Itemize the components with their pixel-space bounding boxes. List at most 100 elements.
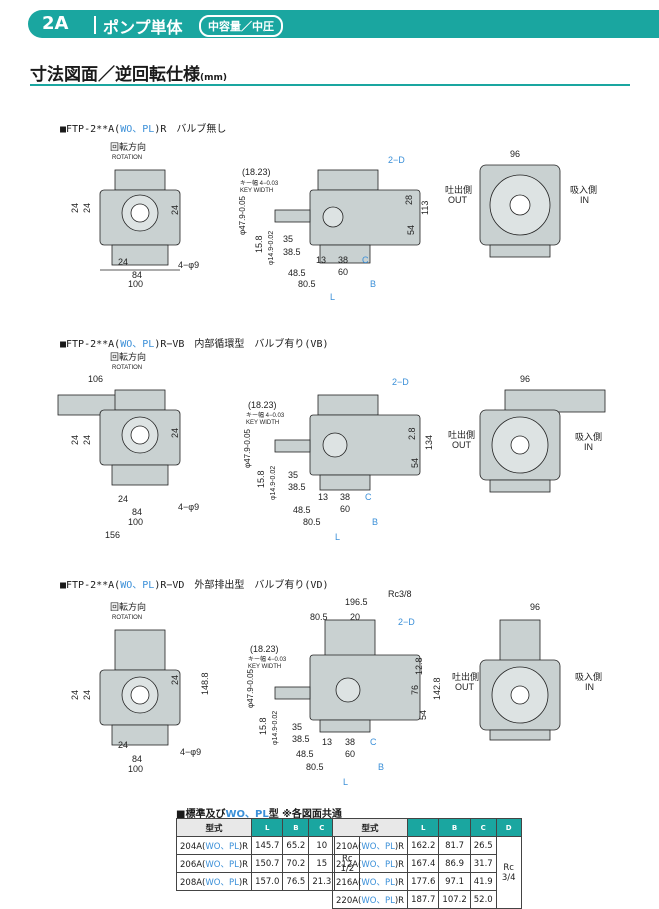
dim-holes: 4−φ9 bbox=[180, 747, 201, 757]
side-35: 35 bbox=[288, 470, 298, 480]
side-view bbox=[274, 169, 421, 264]
side-80-5: 80.5 bbox=[298, 279, 316, 289]
model-pre: 216A( bbox=[336, 877, 362, 888]
drawing-1-subtitle: ■FTP-2**A(WO、PL)R バルブ無し bbox=[60, 120, 226, 135]
side-dim-1823: (18.23) bbox=[248, 400, 277, 410]
spec-title-wo: WO、PL bbox=[225, 809, 269, 820]
cell-D: Rc 3/4 bbox=[495, 836, 522, 909]
cell-B: 86.9 bbox=[438, 854, 471, 873]
in-en: IN bbox=[584, 442, 593, 452]
side-B: B bbox=[378, 762, 384, 772]
front-foot bbox=[111, 464, 169, 486]
rotation-en: ROTATION bbox=[112, 155, 142, 161]
dim-156: 156 bbox=[105, 530, 120, 540]
side-54: 54 bbox=[418, 710, 428, 720]
rear-96: 96 bbox=[520, 374, 530, 384]
rear-valve bbox=[499, 619, 541, 666]
col-B: B bbox=[438, 818, 471, 837]
front-shaft bbox=[130, 685, 150, 705]
dim-holes: 4−φ9 bbox=[178, 260, 199, 270]
dim-24c: 24 bbox=[170, 205, 180, 215]
side-top-boss bbox=[317, 169, 379, 191]
cell-model: 206A(WO、PL)R bbox=[175, 854, 253, 873]
header-number: 2A bbox=[42, 13, 69, 34]
model-wo: WO、PL bbox=[205, 877, 239, 888]
model-pre: 204A( bbox=[180, 841, 206, 852]
model-pre: 220A( bbox=[336, 895, 362, 906]
col-L: L bbox=[407, 818, 440, 837]
cell-model: 216A(WO、PL)R bbox=[331, 872, 409, 891]
dim-24c: 24 bbox=[170, 675, 180, 685]
model-post: )R bbox=[238, 859, 249, 870]
dim-24b: 24 bbox=[82, 690, 92, 700]
model-wo: WO、PL bbox=[361, 841, 395, 852]
side-port bbox=[335, 677, 361, 703]
side-L: L bbox=[335, 532, 340, 542]
model-post: )R bbox=[394, 877, 405, 888]
out-en: OUT bbox=[452, 440, 472, 450]
cell-C: 31.7 bbox=[469, 854, 497, 873]
drawing-1: 回転方向 ROTATION 24 24 24 24 84 100 4−φ9 (1… bbox=[70, 141, 597, 302]
side-38-5: 38.5 bbox=[288, 482, 306, 492]
side-54: 54 bbox=[410, 458, 420, 468]
side-foot bbox=[319, 474, 371, 491]
side-valve bbox=[324, 619, 376, 661]
cell-C: 21.3 bbox=[308, 872, 336, 891]
side-13: 13 bbox=[322, 737, 332, 747]
side-body bbox=[309, 654, 421, 721]
side-D: 2−D bbox=[392, 377, 409, 387]
side-top-80-5: 80.5 bbox=[310, 612, 328, 622]
in-jp: 吸入側 bbox=[575, 431, 602, 442]
side-13: 13 bbox=[318, 492, 328, 502]
cell-B: 97.1 bbox=[438, 872, 471, 891]
front-top-boss bbox=[114, 169, 166, 191]
side-port bbox=[322, 432, 348, 458]
out-jp: 吐出側 bbox=[448, 429, 475, 440]
front-view bbox=[99, 629, 181, 746]
dim-24c: 24 bbox=[170, 428, 180, 438]
dim-24a: 24 bbox=[70, 435, 80, 445]
side-28: 28 bbox=[404, 195, 414, 205]
table-row: 216A(WO、PL)R 177.6 97.1 41.9 bbox=[331, 872, 522, 891]
front-foot bbox=[111, 724, 169, 746]
side-20: 20 bbox=[350, 612, 360, 622]
model-post: )R bbox=[238, 877, 249, 888]
spec-title-post: 型 ※各図面共通 bbox=[268, 809, 342, 820]
side-38: 38 bbox=[340, 492, 350, 502]
rotation-en: ROTATION bbox=[112, 365, 142, 371]
subtitle-prefix: ■FTP-2**A( bbox=[60, 580, 121, 591]
drawing-3-subtitle: ■FTP-2**A(WO、PL)R−VD 外部排出型 バルブ有り(VD) bbox=[60, 576, 329, 591]
side-L: L bbox=[330, 292, 335, 302]
subtitle-wo-pl: WO、PL bbox=[120, 339, 155, 350]
spec-table-title: ■標準及びWO、PL型 ※各図面共通 bbox=[176, 805, 342, 820]
col-C: C bbox=[308, 818, 336, 837]
side-phi14: φ14.9-0.02 bbox=[268, 231, 275, 265]
table-row: 212A(WO、PL)R 167.4 86.9 31.7 bbox=[331, 854, 522, 873]
cell-C: 10 bbox=[308, 836, 336, 855]
cell-C: 15 bbox=[308, 854, 336, 873]
side-76: 76 bbox=[410, 685, 420, 695]
cell-B: 65.2 bbox=[282, 836, 310, 855]
side-phi14: φ14.9-0.02 bbox=[270, 466, 277, 500]
cell-L: 167.4 bbox=[407, 854, 440, 873]
page-header: 2A ポンプ単体 中容量／中圧 bbox=[0, 0, 659, 40]
side-rc38: Rc3/8 bbox=[388, 590, 412, 599]
col-L: L bbox=[251, 818, 284, 837]
model-post: )R bbox=[394, 895, 405, 906]
cell-L: 150.7 bbox=[251, 854, 284, 873]
side-38: 38 bbox=[338, 255, 348, 265]
side-38-5: 38.5 bbox=[292, 734, 310, 744]
model-wo: WO、PL bbox=[361, 895, 395, 906]
model-pre: 210A( bbox=[336, 841, 362, 852]
dim-holes: 4−φ9 bbox=[178, 502, 199, 512]
side-35: 35 bbox=[283, 234, 293, 244]
subtitle-prefix: ■FTP-2**A( bbox=[60, 339, 121, 350]
cell-L: 177.6 bbox=[407, 872, 440, 891]
dim-84: 84 bbox=[132, 270, 142, 280]
side-48-5: 48.5 bbox=[288, 268, 306, 278]
side-80-5: 80.5 bbox=[306, 762, 324, 772]
subtitle-wo-pl: WO、PL bbox=[120, 580, 155, 591]
front-valve-top bbox=[114, 629, 166, 671]
dim-24d: 24 bbox=[118, 740, 128, 750]
model-pre: 212A( bbox=[336, 859, 362, 870]
